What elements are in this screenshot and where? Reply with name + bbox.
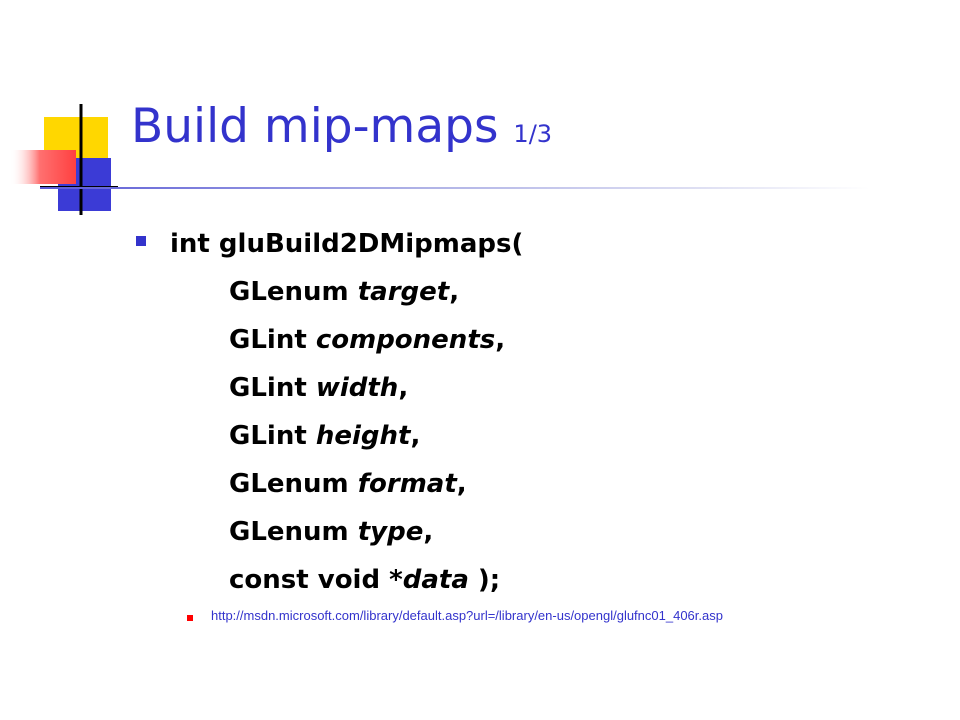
- param-type: GLenum type,: [170, 508, 523, 556]
- param-punct: );: [468, 565, 501, 595]
- param-data: const void *data );: [170, 556, 523, 604]
- param-type: GLint: [229, 325, 307, 355]
- slide-title-text: Build mip-maps: [131, 99, 499, 154]
- param-punct: ,: [423, 517, 434, 547]
- param-punct: ,: [449, 277, 460, 307]
- title-underline: [40, 187, 870, 189]
- param-name: format: [357, 469, 457, 499]
- param-punct: ,: [398, 373, 409, 403]
- main-bullet-icon: [136, 236, 146, 246]
- param-name: width: [315, 373, 399, 403]
- param-punct: ,: [495, 325, 506, 355]
- param-name: target: [357, 277, 450, 307]
- signature-line-1: int gluBuild2DMipmaps(: [170, 220, 523, 268]
- sub-bullet-icon: [187, 615, 193, 621]
- param-target: GLenum target,: [170, 268, 523, 316]
- param-punct: ,: [410, 421, 421, 451]
- param-format: GLenum format,: [170, 460, 523, 508]
- reference-link[interactable]: http://msdn.microsoft.com/library/defaul…: [211, 608, 723, 623]
- param-type: GLenum: [229, 469, 349, 499]
- param-type: GLenum: [229, 517, 349, 547]
- param-punct: ,: [456, 469, 467, 499]
- param-type: GLint: [229, 421, 307, 451]
- param-type: const void *: [229, 565, 403, 595]
- logo-red-bar: [10, 150, 76, 184]
- param-width: GLint width,: [170, 364, 523, 412]
- param-name: type: [357, 517, 424, 547]
- param-type: GLint: [229, 373, 307, 403]
- param-name: data: [402, 565, 469, 595]
- slide-title: Build mip-maps 1/3: [131, 96, 552, 157]
- param-components: GLint components,: [170, 316, 523, 364]
- param-type: GLenum: [229, 277, 349, 307]
- slide-title-page: 1/3: [513, 120, 553, 148]
- function-name: gluBuild2DMipmaps(: [218, 229, 524, 259]
- function-signature: int gluBuild2DMipmaps( GLenum target, GL…: [170, 220, 523, 604]
- param-name: height: [315, 421, 411, 451]
- param-height: GLint height,: [170, 412, 523, 460]
- return-type: int: [170, 229, 210, 259]
- param-name: components: [315, 325, 496, 355]
